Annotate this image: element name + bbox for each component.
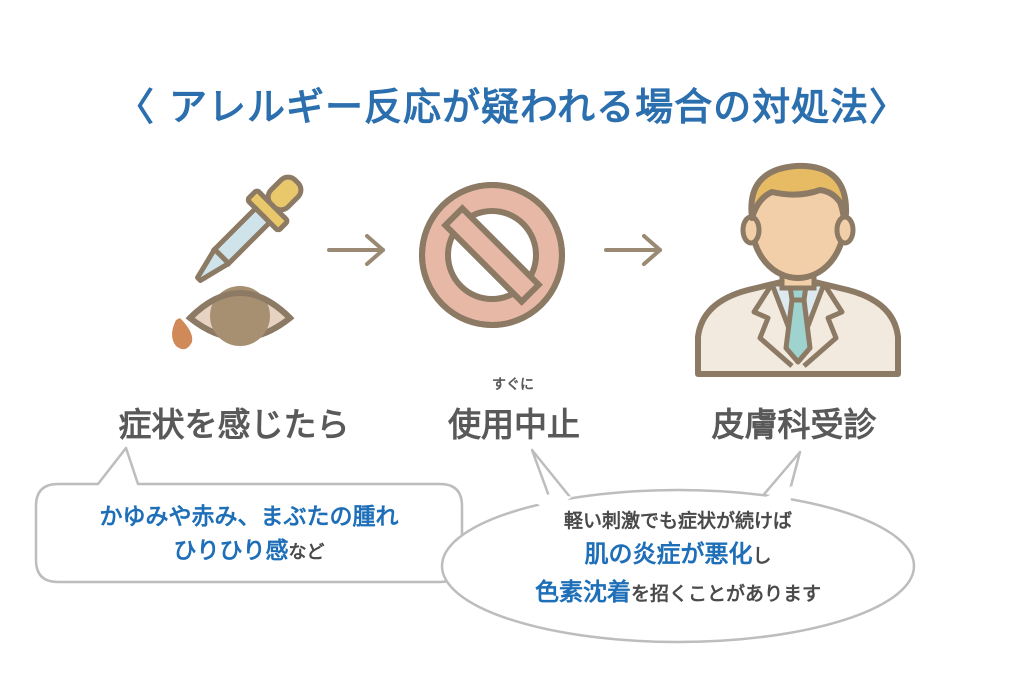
arrow-right-icon — [604, 234, 662, 266]
eye-dropper-icon — [172, 174, 304, 350]
page-title: 〈 アレルギー反応が疑われる場合の対処法〉 — [115, 84, 909, 129]
step-label-symptoms: 症状を感じたら — [118, 405, 350, 444]
right-bubble-outline — [530, 448, 571, 500]
symptom-line-1: かゆみや赤み、まぶたの腫れ — [99, 504, 399, 530]
warning-suffix-2: を招くことがあります — [630, 583, 821, 605]
left-bubble-text: かゆみや赤み、まぶたの腫れ ひりひり感など — [36, 500, 462, 570]
furigana-label: すぐに — [492, 377, 534, 393]
warning-highlight-2: 色素沈着 — [534, 578, 631, 606]
warning-highlight-1: 肌の炎症が悪化 — [584, 540, 753, 568]
warning-suffix-1: し — [752, 545, 772, 567]
step-label-dermatologist: 皮膚科受診 — [711, 405, 877, 444]
left-bubble-outline — [34, 446, 464, 584]
symptom-suffix: など — [288, 542, 325, 563]
right-bubble-text: 軽い刺激でも症状が続けば 肌の炎症が悪化し 色素沈着を招くことがあります — [458, 506, 898, 612]
symptom-highlight: ひりひり感 — [173, 538, 289, 564]
doctor-icon — [695, 162, 901, 377]
step-label-stop-use: 使用中止 — [448, 405, 580, 444]
arrow-right-icon — [327, 234, 385, 266]
warning-line-1: 軽い刺激でも症状が続けば — [563, 510, 792, 532]
prohibition-icon — [419, 182, 565, 328]
